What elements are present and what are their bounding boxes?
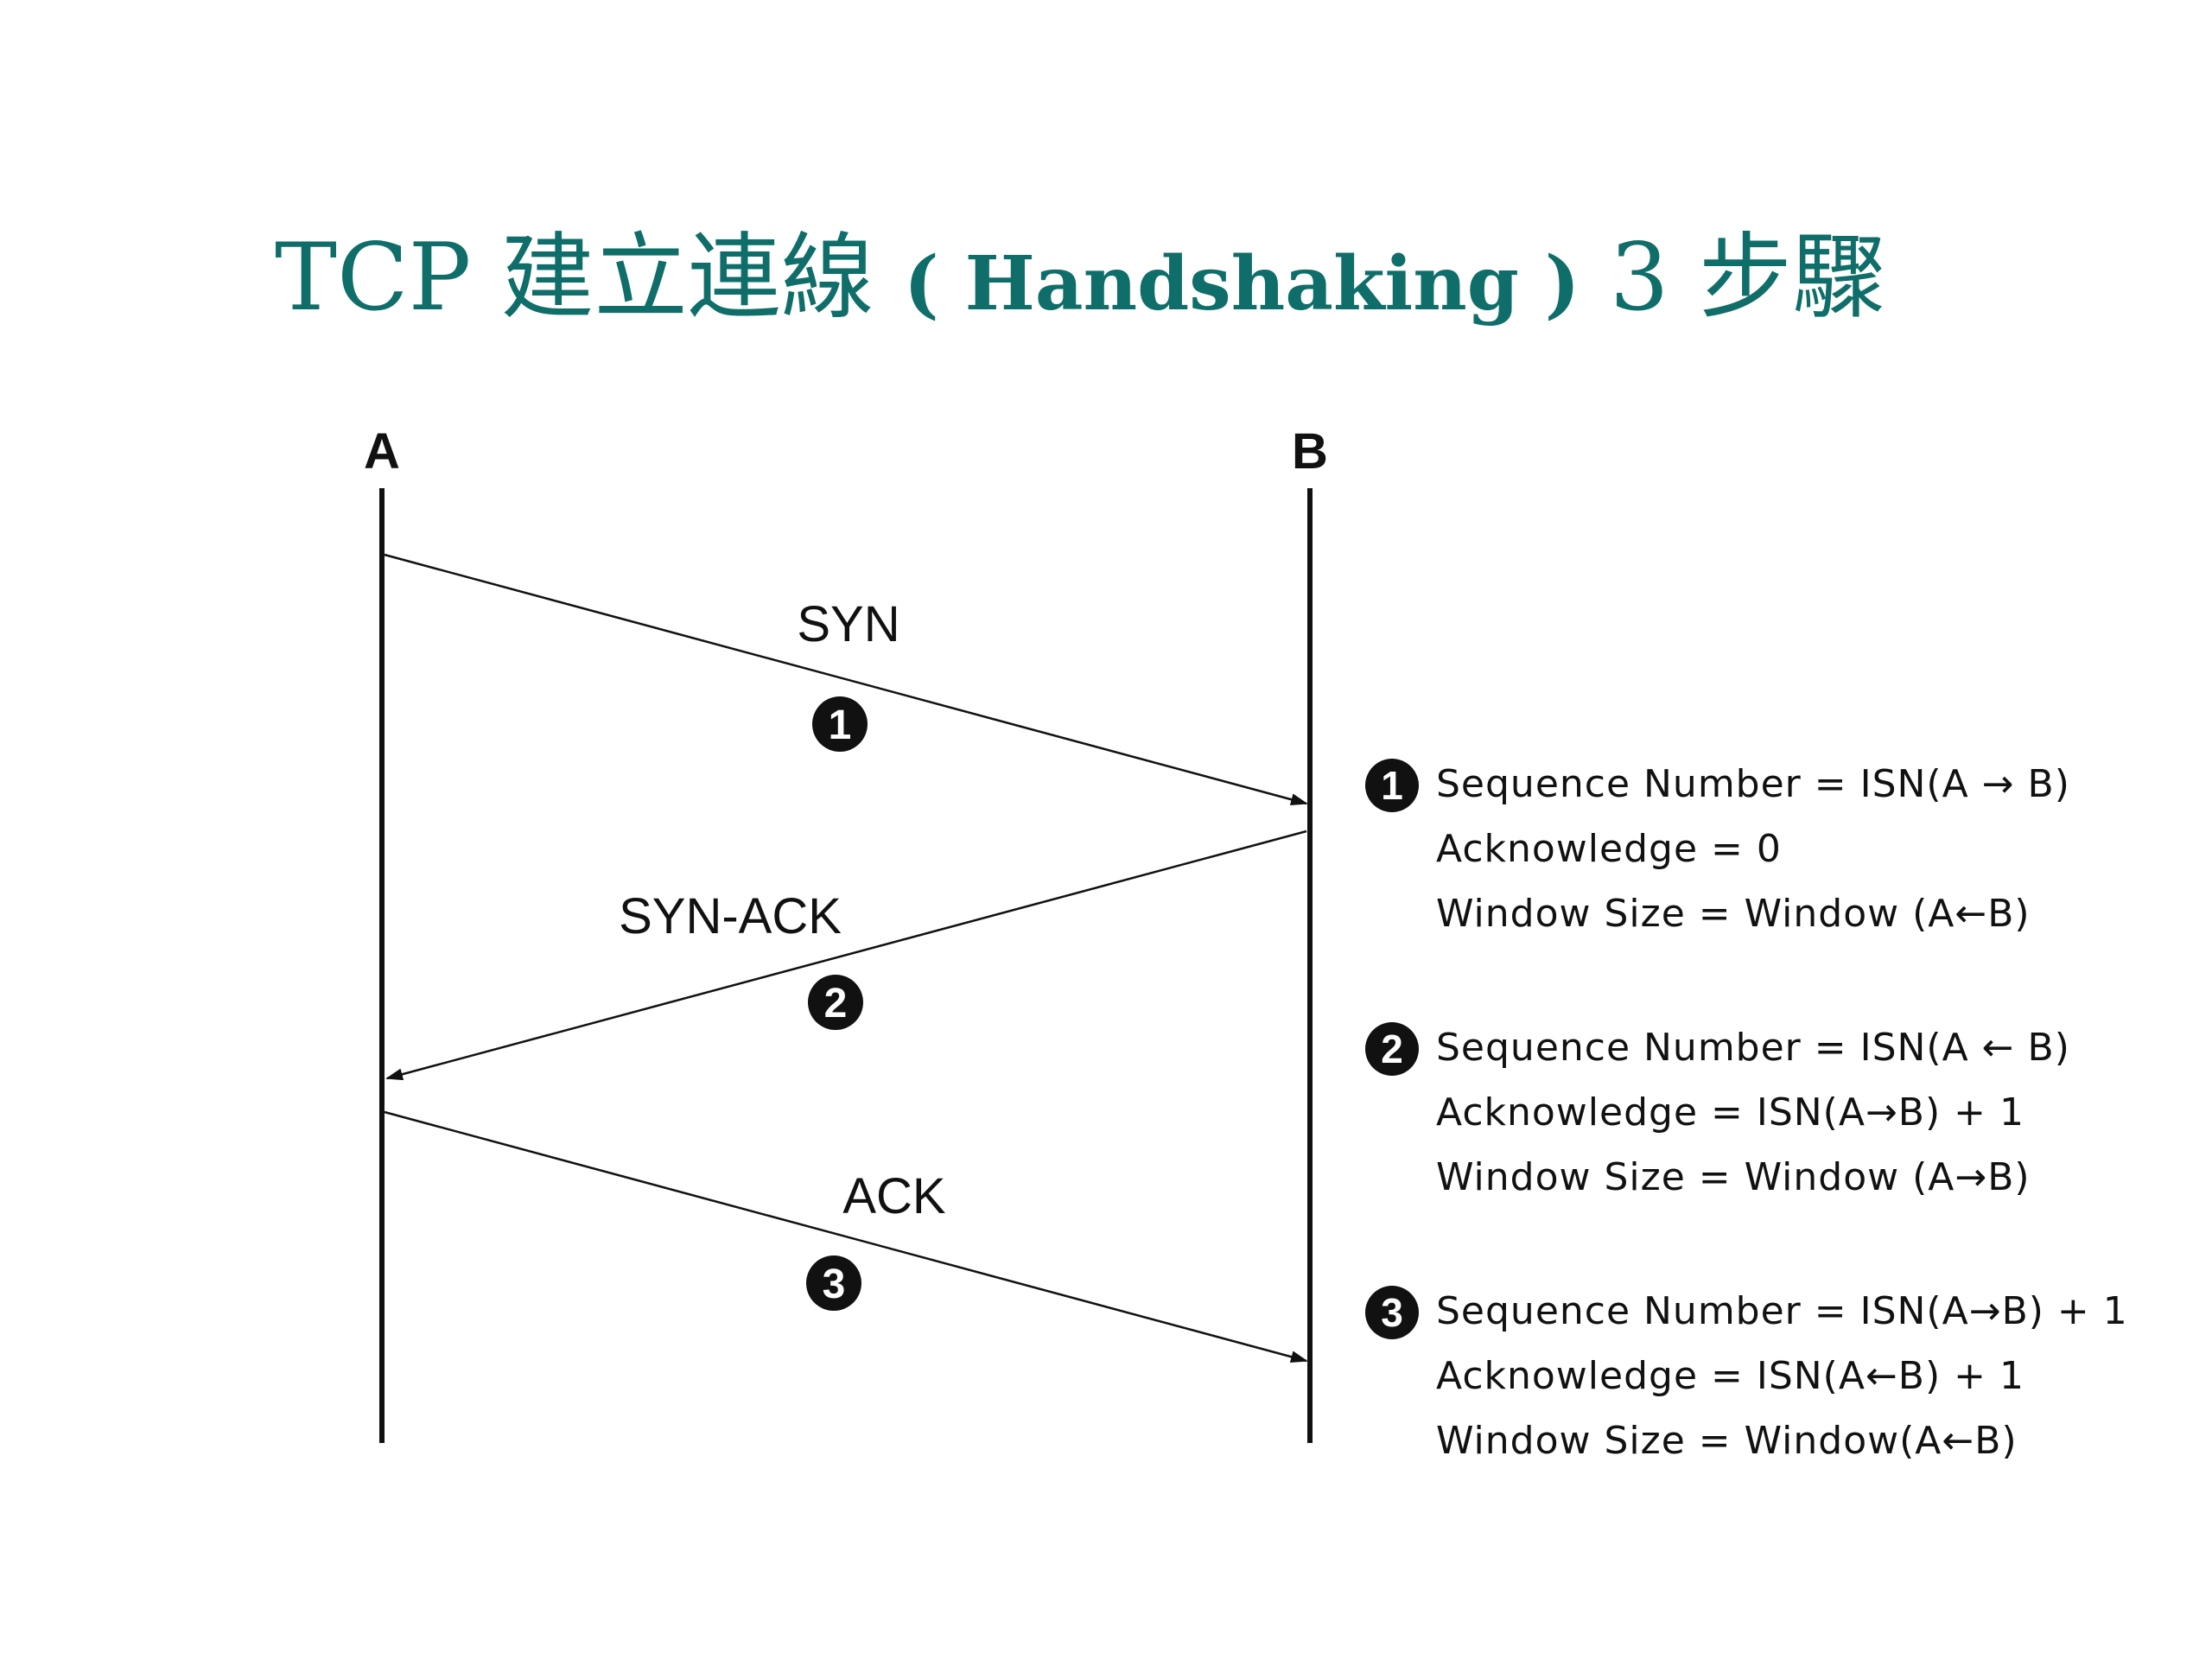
svg-text:2: 2 <box>824 981 848 1027</box>
step-2-details: 2 Sequence Number = ISN(A ← B) Acknowled… <box>1365 1015 2128 1210</box>
step-3-acknowledge: Acknowledge = ISN(A←B) + 1 <box>1436 1354 2024 1398</box>
ack-label: ACK <box>842 1168 946 1224</box>
syn-label: SYN <box>797 596 899 652</box>
step-1-window-size: Window Size = Window (A←B) <box>1436 892 2031 936</box>
syn-ack-arrow <box>385 830 1307 1081</box>
step-3-window-size: Window Size = Window(A←B) <box>1436 1419 2018 1463</box>
title-prefix: TCP 建立連線 <box>275 224 874 332</box>
step-2-acknowledge: Acknowledge = ISN(A→B) + 1 <box>1436 1090 2024 1135</box>
syn-arrow <box>384 553 1308 806</box>
step-1-acknowledge: Acknowledge = 0 <box>1436 827 1782 871</box>
step-1-badge: 1 <box>812 696 868 752</box>
step-1-details: 1 Sequence Number = ISN(A → B) Acknowled… <box>1365 752 2128 946</box>
slide-title: TCP 建立連線 ( Handshaking ) 3 步驟 <box>275 232 1885 325</box>
step-2-window-size: Window Size = Window (A→B) <box>1436 1155 2031 1199</box>
svg-text:3: 3 <box>823 1262 846 1307</box>
endpoint-a-label: A <box>364 423 400 480</box>
step-1-detail-badge: 1 <box>1365 759 1419 812</box>
step-details-panel: 1 Sequence Number = ISN(A → B) Acknowled… <box>1365 752 2128 1542</box>
step-2-detail-badge: 2 <box>1365 1022 1419 1076</box>
step-1-sequence-number: Sequence Number = ISN(A → B) <box>1436 762 2070 806</box>
step-3-details: 3 Sequence Number = ISN(A→B) + 1 Acknowl… <box>1365 1279 2128 1473</box>
ack-arrow <box>384 1110 1308 1363</box>
syn-ack-label: SYN-ACK <box>619 888 842 944</box>
step-3-detail-badge: 3 <box>1365 1286 1419 1339</box>
endpoint-b-label: B <box>1292 423 1328 480</box>
step-3-badge: 3 <box>806 1255 861 1311</box>
step-2-sequence-number: Sequence Number = ISN(A ← B) <box>1436 1026 2070 1070</box>
svg-text:1: 1 <box>829 702 852 748</box>
title-handshaking: ( Handshaking ) <box>904 240 1580 327</box>
step-3-sequence-number: Sequence Number = ISN(A→B) + 1 <box>1436 1289 2128 1333</box>
step-2-badge: 2 <box>808 975 863 1030</box>
title-suffix: 3 步驟 <box>1609 224 1885 332</box>
